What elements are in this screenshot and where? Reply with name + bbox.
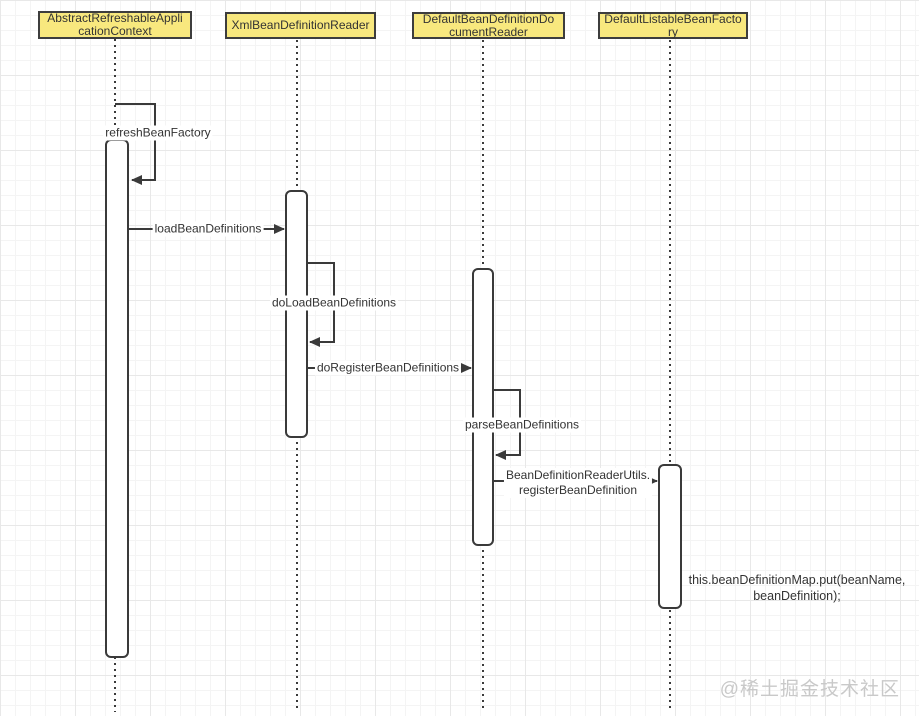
lifeline-header-default-listable-bean-factory: DefaultListableBeanFacto ry [598,12,748,39]
message-label-parse-bean-definitions: parseBeanDefinitions [462,417,582,433]
lifeline-header-xml-bean-definition-reader: XmlBeanDefinitionReader [225,12,376,39]
lifeline-header-abstract-refreshable-application-context: AbstractRefreshableAppli cationContext [38,11,192,39]
lifeline-header-default-bean-definition-document-reader: DefaultBeanDefinitionDo cumentReader [412,12,565,39]
message-label-load-bean-definitions: loadBeanDefinitions [152,221,264,237]
activation-bar-bean-factory [658,464,682,609]
watermark-juejin-community: @稀土掘金技术社区 [719,679,900,700]
activation-bar-xml-bean-definition-reader [285,190,308,438]
message-label-do-load-bean-definitions: doLoadBeanDefinitions [269,295,399,311]
activation-bar-application-context [105,139,129,658]
self-message-arrow-refresh-bean-factory [115,103,156,185]
statement-label-bean-definition-map-put: this.beanDefinitionMap.put(beanName, bea… [688,573,906,603]
message-label-refresh-bean-factory: refreshBeanFactory [103,125,213,141]
message-label-register-bean-definition: BeanDefinitionReaderUtils. registerBeanD… [503,468,653,498]
activation-bar-document-reader [472,268,494,546]
message-label-do-register-bean-definitions: doRegisterBeanDefinitions [314,360,462,376]
